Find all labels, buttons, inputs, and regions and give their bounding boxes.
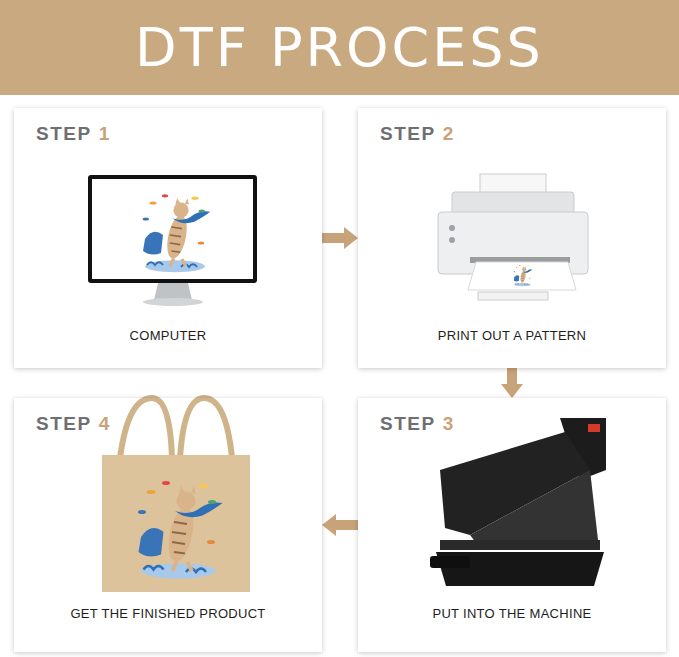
title-band: DTF PROCESS bbox=[0, 0, 679, 95]
step-caption: PRINT OUT A PATTERN bbox=[438, 328, 586, 343]
step-heading: STEP 1 bbox=[14, 108, 322, 145]
step-label: STEP bbox=[380, 123, 436, 145]
step-panel: STEP 4GET THE FINISHED PRODUCT bbox=[14, 398, 322, 652]
step-caption-row: PRINT OUT A PATTERN bbox=[358, 328, 666, 368]
monitor-screen bbox=[92, 179, 253, 279]
monitor-stand bbox=[154, 283, 192, 300]
monitor-bezel bbox=[88, 175, 257, 283]
flow-arrow bbox=[322, 514, 358, 536]
step-panel: STEP 3PUT INTO THE MACHINE bbox=[358, 398, 666, 652]
step-caption: PUT INTO THE MACHINE bbox=[432, 606, 591, 621]
bag-handle bbox=[120, 398, 172, 458]
step-label: STEP bbox=[36, 413, 92, 435]
step-caption-row: GET THE FINISHED PRODUCT bbox=[14, 606, 322, 652]
step-caption-row: COMPUTER bbox=[14, 328, 322, 368]
step-heading: STEP 4 bbox=[14, 398, 322, 435]
step-heading: STEP 2 bbox=[358, 108, 666, 145]
press-body bbox=[470, 470, 598, 548]
printed-sheet bbox=[468, 262, 576, 290]
printed-cat bbox=[514, 265, 533, 286]
flow-arrow bbox=[322, 227, 358, 249]
output-tray bbox=[478, 292, 548, 300]
step-number: 2 bbox=[443, 123, 455, 145]
step-caption-row: PUT INTO THE MACHINE bbox=[358, 606, 666, 652]
step-label: STEP bbox=[36, 123, 92, 145]
tote-bag bbox=[102, 455, 250, 592]
step-number: 1 bbox=[99, 123, 111, 145]
printer-button bbox=[449, 237, 455, 243]
step-caption: COMPUTER bbox=[130, 328, 207, 343]
step-heading: STEP 3 bbox=[358, 398, 666, 435]
step-panel: STEP 1COMPUTER bbox=[14, 108, 322, 368]
step-label: STEP bbox=[380, 413, 436, 435]
printer-button bbox=[449, 225, 455, 231]
step-caption: GET THE FINISHED PRODUCT bbox=[70, 606, 265, 621]
press-light bbox=[588, 424, 600, 432]
cat-design bbox=[143, 194, 211, 272]
step-number: 3 bbox=[443, 413, 455, 435]
step-panel: STEP 2PRINT OUT A PATTERN bbox=[358, 108, 666, 368]
flow-arrow bbox=[501, 368, 523, 398]
title: DTF PROCESS bbox=[0, 0, 679, 95]
step-number: 4 bbox=[99, 413, 111, 435]
bag-handle bbox=[180, 398, 232, 458]
press-handle bbox=[430, 556, 470, 568]
cat-print bbox=[138, 481, 223, 579]
lower-platen bbox=[440, 540, 600, 550]
monitor-base bbox=[143, 298, 203, 306]
